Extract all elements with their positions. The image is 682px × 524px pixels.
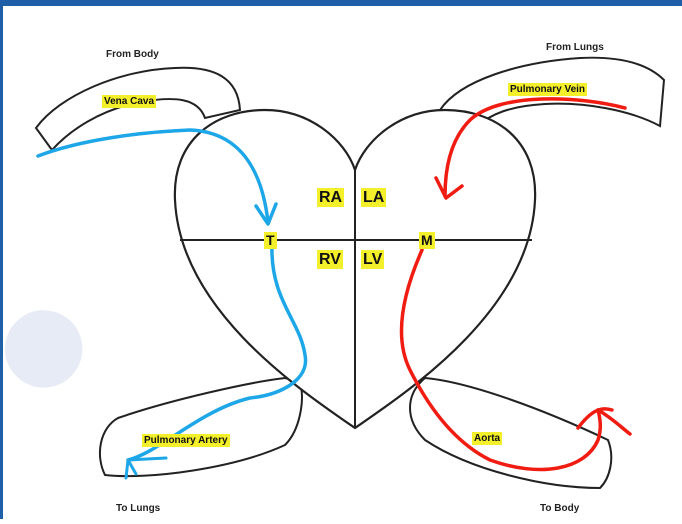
to-body-label: To Body [540, 503, 580, 514]
pulmonary-artery-label: Pulmonary Artery [142, 434, 230, 447]
chamber-ra-label: RA [317, 188, 345, 207]
oxygenated-flow-in [443, 97, 627, 198]
from-lungs-label: From Lungs [546, 42, 604, 53]
chamber-la-label: LA [361, 188, 387, 207]
chamber-lv-label: LV [361, 250, 385, 269]
mitral-valve-label: M [419, 232, 435, 249]
deoxygenated-arrowhead-tricuspid [254, 202, 278, 226]
pulmonary-vein-label: Pulmonary Vein [508, 83, 588, 96]
aorta-label: Aorta [472, 432, 503, 445]
deoxygenated-flow-out [126, 242, 308, 462]
deoxygenated-flow-arrow-in [36, 128, 270, 224]
oxygenated-arrowhead-body [576, 407, 632, 436]
aorta-vessel [409, 376, 613, 490]
to-lungs-label: To Lungs [116, 503, 161, 514]
tricuspid-valve-label: T [264, 232, 277, 249]
oxygenated-arrowhead-mitral [434, 176, 464, 200]
chamber-rv-label: RV [317, 250, 343, 269]
deoxygenated-arrowhead-lungs [124, 456, 168, 480]
oxygenated-flow-out [399, 248, 603, 472]
vena-cava-vessel [34, 66, 242, 152]
from-body-label: From Body [106, 49, 159, 60]
vena-cava-label: Vena Cava [102, 95, 157, 108]
